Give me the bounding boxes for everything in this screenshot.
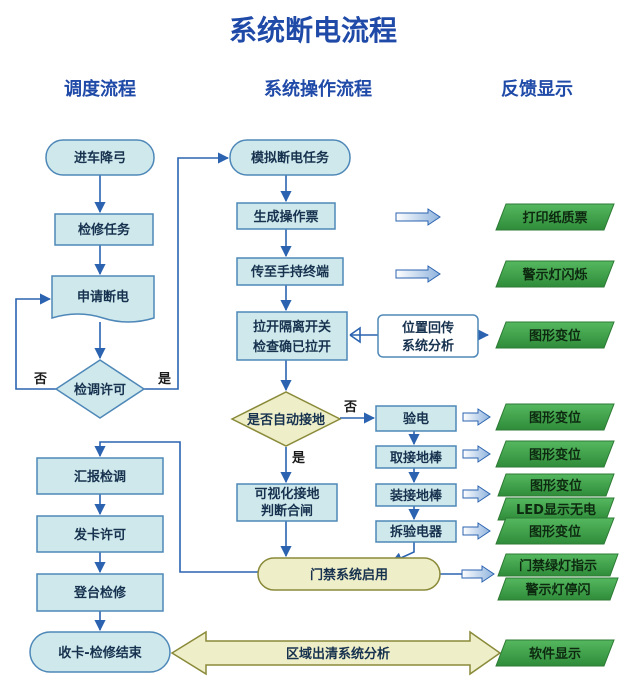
feedback-graphic-change-5: 图形变位: [495, 517, 615, 545]
arrow-to-graphic-3: [462, 408, 491, 426]
node-visual-ground: 可视化接地 判断合闸: [236, 483, 338, 522]
node-install-rod: 装接地棒: [375, 483, 457, 507]
node-check-power: 验电: [375, 405, 457, 432]
svg-text:警示灯闪烁: 警示灯闪烁: [522, 267, 587, 283]
arrow-to-graphic-4: [462, 445, 491, 463]
svg-text:区域出清系统分析: 区域出清系统分析: [286, 646, 390, 662]
svg-text:收卡-检修结束: 收卡-检修结束: [58, 645, 142, 661]
node-take-rod: 取接地棒: [375, 445, 457, 469]
page-title: 系统断电流程: [229, 14, 397, 47]
arrow-to-graphic-5: [462, 522, 491, 540]
svg-text:图形变位: 图形变位: [529, 447, 581, 463]
svg-text:门禁绿灯指示: 门禁绿灯指示: [519, 558, 597, 574]
feedback-graphic-change-4: 图形变位: [497, 473, 615, 497]
svg-text:判断合闸: 判断合闸: [261, 503, 313, 519]
svg-text:登台检修: 登台检修: [73, 585, 127, 601]
svg-text:打印纸质票: 打印纸质票: [522, 210, 587, 226]
svg-text:图形变位: 图形变位: [529, 524, 581, 540]
feedback-graphic-change-1: 图形变位: [495, 321, 615, 349]
feedback-print-ticket: 打印纸质票: [495, 203, 615, 231]
arrow-to-flash: [395, 265, 441, 283]
svg-text:汇报检调: 汇报检调: [74, 469, 126, 485]
arrow-to-door: [461, 565, 495, 583]
svg-text:检调许可: 检调许可: [74, 382, 126, 398]
svg-text:拉开隔离开关: 拉开隔离开关: [253, 319, 331, 335]
svg-text:是否自动接地: 是否自动接地: [246, 412, 325, 428]
svg-text:进车降弓: 进车降弓: [74, 150, 126, 166]
svg-text:装接地棒: 装接地棒: [389, 488, 443, 504]
feedback-software-display: 软件显示: [495, 639, 615, 667]
label-no-center: 否: [343, 400, 357, 415]
feedback-graphic-change-2: 图形变位: [495, 403, 615, 431]
node-auto-ground: 是否自动接地: [230, 391, 342, 447]
svg-text:传至手持终端: 传至手持终端: [250, 264, 329, 280]
node-simulate-task: 模拟断电任务: [229, 139, 351, 176]
node-position-return: 位置回传 系统分析: [377, 314, 479, 358]
label-no-left: 否: [33, 372, 47, 387]
svg-text:模拟断电任务: 模拟断电任务: [251, 150, 330, 166]
svg-text:可视化接地: 可视化接地: [254, 486, 319, 502]
node-issue-card: 发卡许可: [36, 515, 164, 553]
node-area-clear: 区域出清系统分析: [170, 630, 502, 676]
svg-text:申请断电: 申请断电: [77, 289, 129, 305]
svg-text:图形变位: 图形变位: [529, 328, 581, 344]
feedback-warning-stop: 警示灯停闪: [497, 577, 619, 601]
feedback-graphic-change-3: 图形变位: [495, 440, 615, 468]
arrow-to-print: [395, 208, 441, 226]
svg-text:生成操作票: 生成操作票: [253, 209, 318, 225]
svg-text:发卡许可: 发卡许可: [73, 527, 126, 543]
node-maintenance-task: 检修任务: [54, 213, 154, 246]
node-send-handheld: 传至手持终端: [236, 257, 344, 286]
node-report-dispatch: 汇报检调: [36, 457, 164, 495]
heading-feedback: 反馈显示: [501, 78, 573, 100]
svg-text:位置回传: 位置回传: [402, 320, 454, 336]
node-open-isolation: 拉开隔离开关 检查确已拉开: [236, 311, 348, 361]
node-collect-card: 收卡-检修结束: [29, 631, 171, 673]
label-yes-center: 是: [291, 451, 306, 466]
svg-text:门禁系统启用: 门禁系统启用: [310, 567, 388, 583]
feedback-arrows: [395, 208, 495, 583]
heading-operation: 系统操作流程: [264, 78, 372, 100]
svg-text:检修任务: 检修任务: [78, 222, 131, 238]
svg-text:验电: 验电: [403, 411, 429, 427]
svg-text:图形变位: 图形变位: [530, 478, 582, 494]
feedback-warning-flash: 警示灯闪烁: [495, 260, 615, 288]
node-enter-lower: 进车降弓: [45, 139, 155, 176]
node-check-permit: 检调许可: [54, 359, 146, 419]
svg-text:拆验电器: 拆验电器: [390, 524, 443, 540]
svg-text:图形变位: 图形变位: [529, 410, 581, 426]
svg-text:检查确已拉开: 检查确已拉开: [253, 339, 331, 355]
label-yes-left: 是: [157, 372, 172, 387]
node-access-control: 门禁系统启用: [257, 557, 441, 591]
svg-text:LED显示无电: LED显示无电: [516, 502, 596, 518]
svg-text:警示灯停闪: 警示灯停闪: [525, 582, 590, 598]
svg-text:系统分析: 系统分析: [402, 338, 454, 354]
feedback-door-green: 门禁绿灯指示: [497, 553, 619, 577]
node-apply-power-off: 申请断电: [51, 275, 155, 323]
node-generate-ticket: 生成操作票: [236, 202, 336, 230]
node-remove-tester: 拆验电器: [375, 520, 457, 543]
svg-text:取接地棒: 取接地棒: [390, 450, 443, 466]
node-board-maintain: 登台检修: [36, 573, 164, 612]
feedback-led-no-power: LED显示无电: [497, 497, 615, 521]
arrow-to-led: [462, 485, 491, 503]
svg-text:软件显示: 软件显示: [529, 646, 581, 662]
heading-dispatch: 调度流程: [64, 78, 136, 100]
